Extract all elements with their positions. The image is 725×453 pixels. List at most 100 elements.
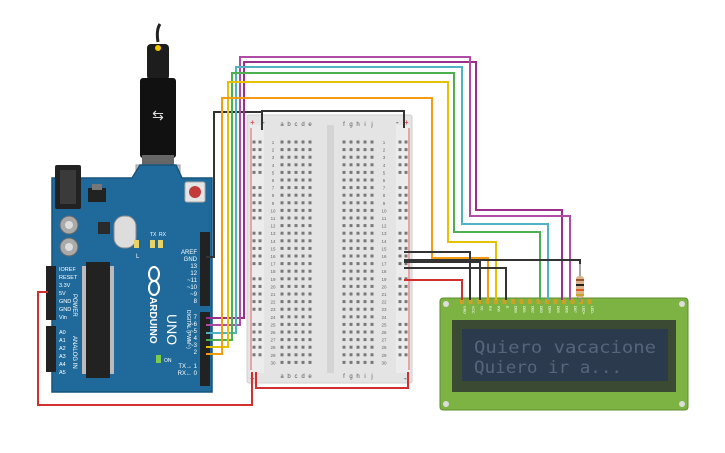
- breadboard-hole[interactable]: [342, 338, 346, 342]
- breadboard-hole[interactable]: [342, 148, 346, 152]
- breadboard-hole[interactable]: [301, 163, 305, 167]
- breadboard-hole[interactable]: [349, 239, 353, 243]
- rail-hole[interactable]: [258, 163, 262, 167]
- rail-hole[interactable]: [258, 201, 262, 205]
- lcd-pin[interactable]: [545, 299, 549, 304]
- breadboard-hole[interactable]: [280, 224, 284, 228]
- breadboard-hole[interactable]: [370, 193, 374, 197]
- breadboard-hole[interactable]: [294, 307, 298, 311]
- breadboard-hole[interactable]: [308, 163, 312, 167]
- breadboard-hole[interactable]: [363, 307, 367, 311]
- breadboard-hole[interactable]: [301, 193, 305, 197]
- rail-hole[interactable]: [398, 353, 402, 357]
- lcd-pin[interactable]: [562, 299, 566, 304]
- breadboard-hole[interactable]: [280, 148, 284, 152]
- breadboard-hole[interactable]: [294, 208, 298, 212]
- breadboard-hole[interactable]: [294, 269, 298, 273]
- rail-hole[interactable]: [258, 246, 262, 250]
- breadboard-hole[interactable]: [342, 262, 346, 266]
- rail-hole[interactable]: [258, 148, 262, 152]
- breadboard-hole[interactable]: [287, 353, 291, 357]
- breadboard-hole[interactable]: [294, 315, 298, 319]
- rail-hole[interactable]: [252, 277, 256, 281]
- breadboard-hole[interactable]: [370, 246, 374, 250]
- breadboard-hole[interactable]: [356, 186, 360, 190]
- rail-hole[interactable]: [252, 231, 256, 235]
- breadboard-hole[interactable]: [301, 300, 305, 304]
- breadboard-hole[interactable]: [301, 170, 305, 174]
- breadboard-hole[interactable]: [308, 178, 312, 182]
- breadboard-hole[interactable]: [349, 338, 353, 342]
- breadboard-hole[interactable]: [363, 360, 367, 364]
- breadboard-hole[interactable]: [370, 360, 374, 364]
- breadboard-hole[interactable]: [301, 148, 305, 152]
- breadboard-hole[interactable]: [356, 193, 360, 197]
- rail-hole[interactable]: [252, 330, 256, 334]
- rail-hole[interactable]: [258, 254, 262, 258]
- rail-hole[interactable]: [258, 170, 262, 174]
- breadboard-hole[interactable]: [308, 208, 312, 212]
- rail-hole[interactable]: [252, 246, 256, 250]
- breadboard-hole[interactable]: [308, 193, 312, 197]
- breadboard-hole[interactable]: [287, 345, 291, 349]
- rail-hole[interactable]: [404, 155, 408, 159]
- breadboard-hole[interactable]: [280, 163, 284, 167]
- breadboard-hole[interactable]: [363, 300, 367, 304]
- breadboard-hole[interactable]: [308, 345, 312, 349]
- breadboard-hole[interactable]: [349, 140, 353, 144]
- rail-hole[interactable]: [398, 277, 402, 281]
- breadboard-hole[interactable]: [287, 239, 291, 243]
- breadboard-hole[interactable]: [301, 254, 305, 258]
- breadboard-hole[interactable]: [294, 277, 298, 281]
- breadboard-hole[interactable]: [287, 338, 291, 342]
- rail-hole[interactable]: [258, 345, 262, 349]
- rail-hole[interactable]: [252, 345, 256, 349]
- rail-hole[interactable]: [398, 208, 402, 212]
- rail-hole[interactable]: [398, 239, 402, 243]
- rail-hole[interactable]: [252, 322, 256, 326]
- rail-hole[interactable]: [252, 292, 256, 296]
- breadboard-hole[interactable]: [349, 216, 353, 220]
- breadboard-hole[interactable]: [342, 277, 346, 281]
- breadboard-hole[interactable]: [280, 140, 284, 144]
- rail-hole[interactable]: [252, 239, 256, 243]
- breadboard-hole[interactable]: [349, 208, 353, 212]
- breadboard-hole[interactable]: [363, 322, 367, 326]
- breadboard-hole[interactable]: [287, 201, 291, 205]
- breadboard-hole[interactable]: [342, 224, 346, 228]
- breadboard-hole[interactable]: [349, 307, 353, 311]
- breadboard-hole[interactable]: [308, 148, 312, 152]
- breadboard-hole[interactable]: [370, 186, 374, 190]
- breadboard-hole[interactable]: [280, 254, 284, 258]
- rail-hole[interactable]: [398, 322, 402, 326]
- rail-hole[interactable]: [258, 216, 262, 220]
- rail-hole[interactable]: [398, 307, 402, 311]
- breadboard-hole[interactable]: [280, 300, 284, 304]
- breadboard-hole[interactable]: [349, 330, 353, 334]
- breadboard-hole[interactable]: [342, 208, 346, 212]
- breadboard-hole[interactable]: [308, 300, 312, 304]
- breadboard-hole[interactable]: [301, 269, 305, 273]
- breadboard-hole[interactable]: [287, 178, 291, 182]
- rail-hole[interactable]: [404, 163, 408, 167]
- breadboard-hole[interactable]: [342, 269, 346, 273]
- breadboard-hole[interactable]: [349, 300, 353, 304]
- rail-hole[interactable]: [398, 292, 402, 296]
- breadboard-hole[interactable]: [363, 201, 367, 205]
- breadboard-hole[interactable]: [356, 345, 360, 349]
- breadboard-hole[interactable]: [356, 300, 360, 304]
- breadboard-hole[interactable]: [356, 224, 360, 228]
- breadboard-hole[interactable]: [349, 170, 353, 174]
- rail-hole[interactable]: [258, 284, 262, 288]
- breadboard-hole[interactable]: [370, 239, 374, 243]
- rail-hole[interactable]: [258, 262, 262, 266]
- breadboard-hole[interactable]: [363, 239, 367, 243]
- breadboard-hole[interactable]: [356, 231, 360, 235]
- breadboard-hole[interactable]: [294, 239, 298, 243]
- breadboard-hole[interactable]: [308, 140, 312, 144]
- breadboard-hole[interactable]: [363, 148, 367, 152]
- lcd-pin[interactable]: [553, 299, 558, 304]
- breadboard-hole[interactable]: [363, 292, 367, 296]
- breadboard-hole[interactable]: [370, 277, 374, 281]
- breadboard-hole[interactable]: [342, 353, 346, 357]
